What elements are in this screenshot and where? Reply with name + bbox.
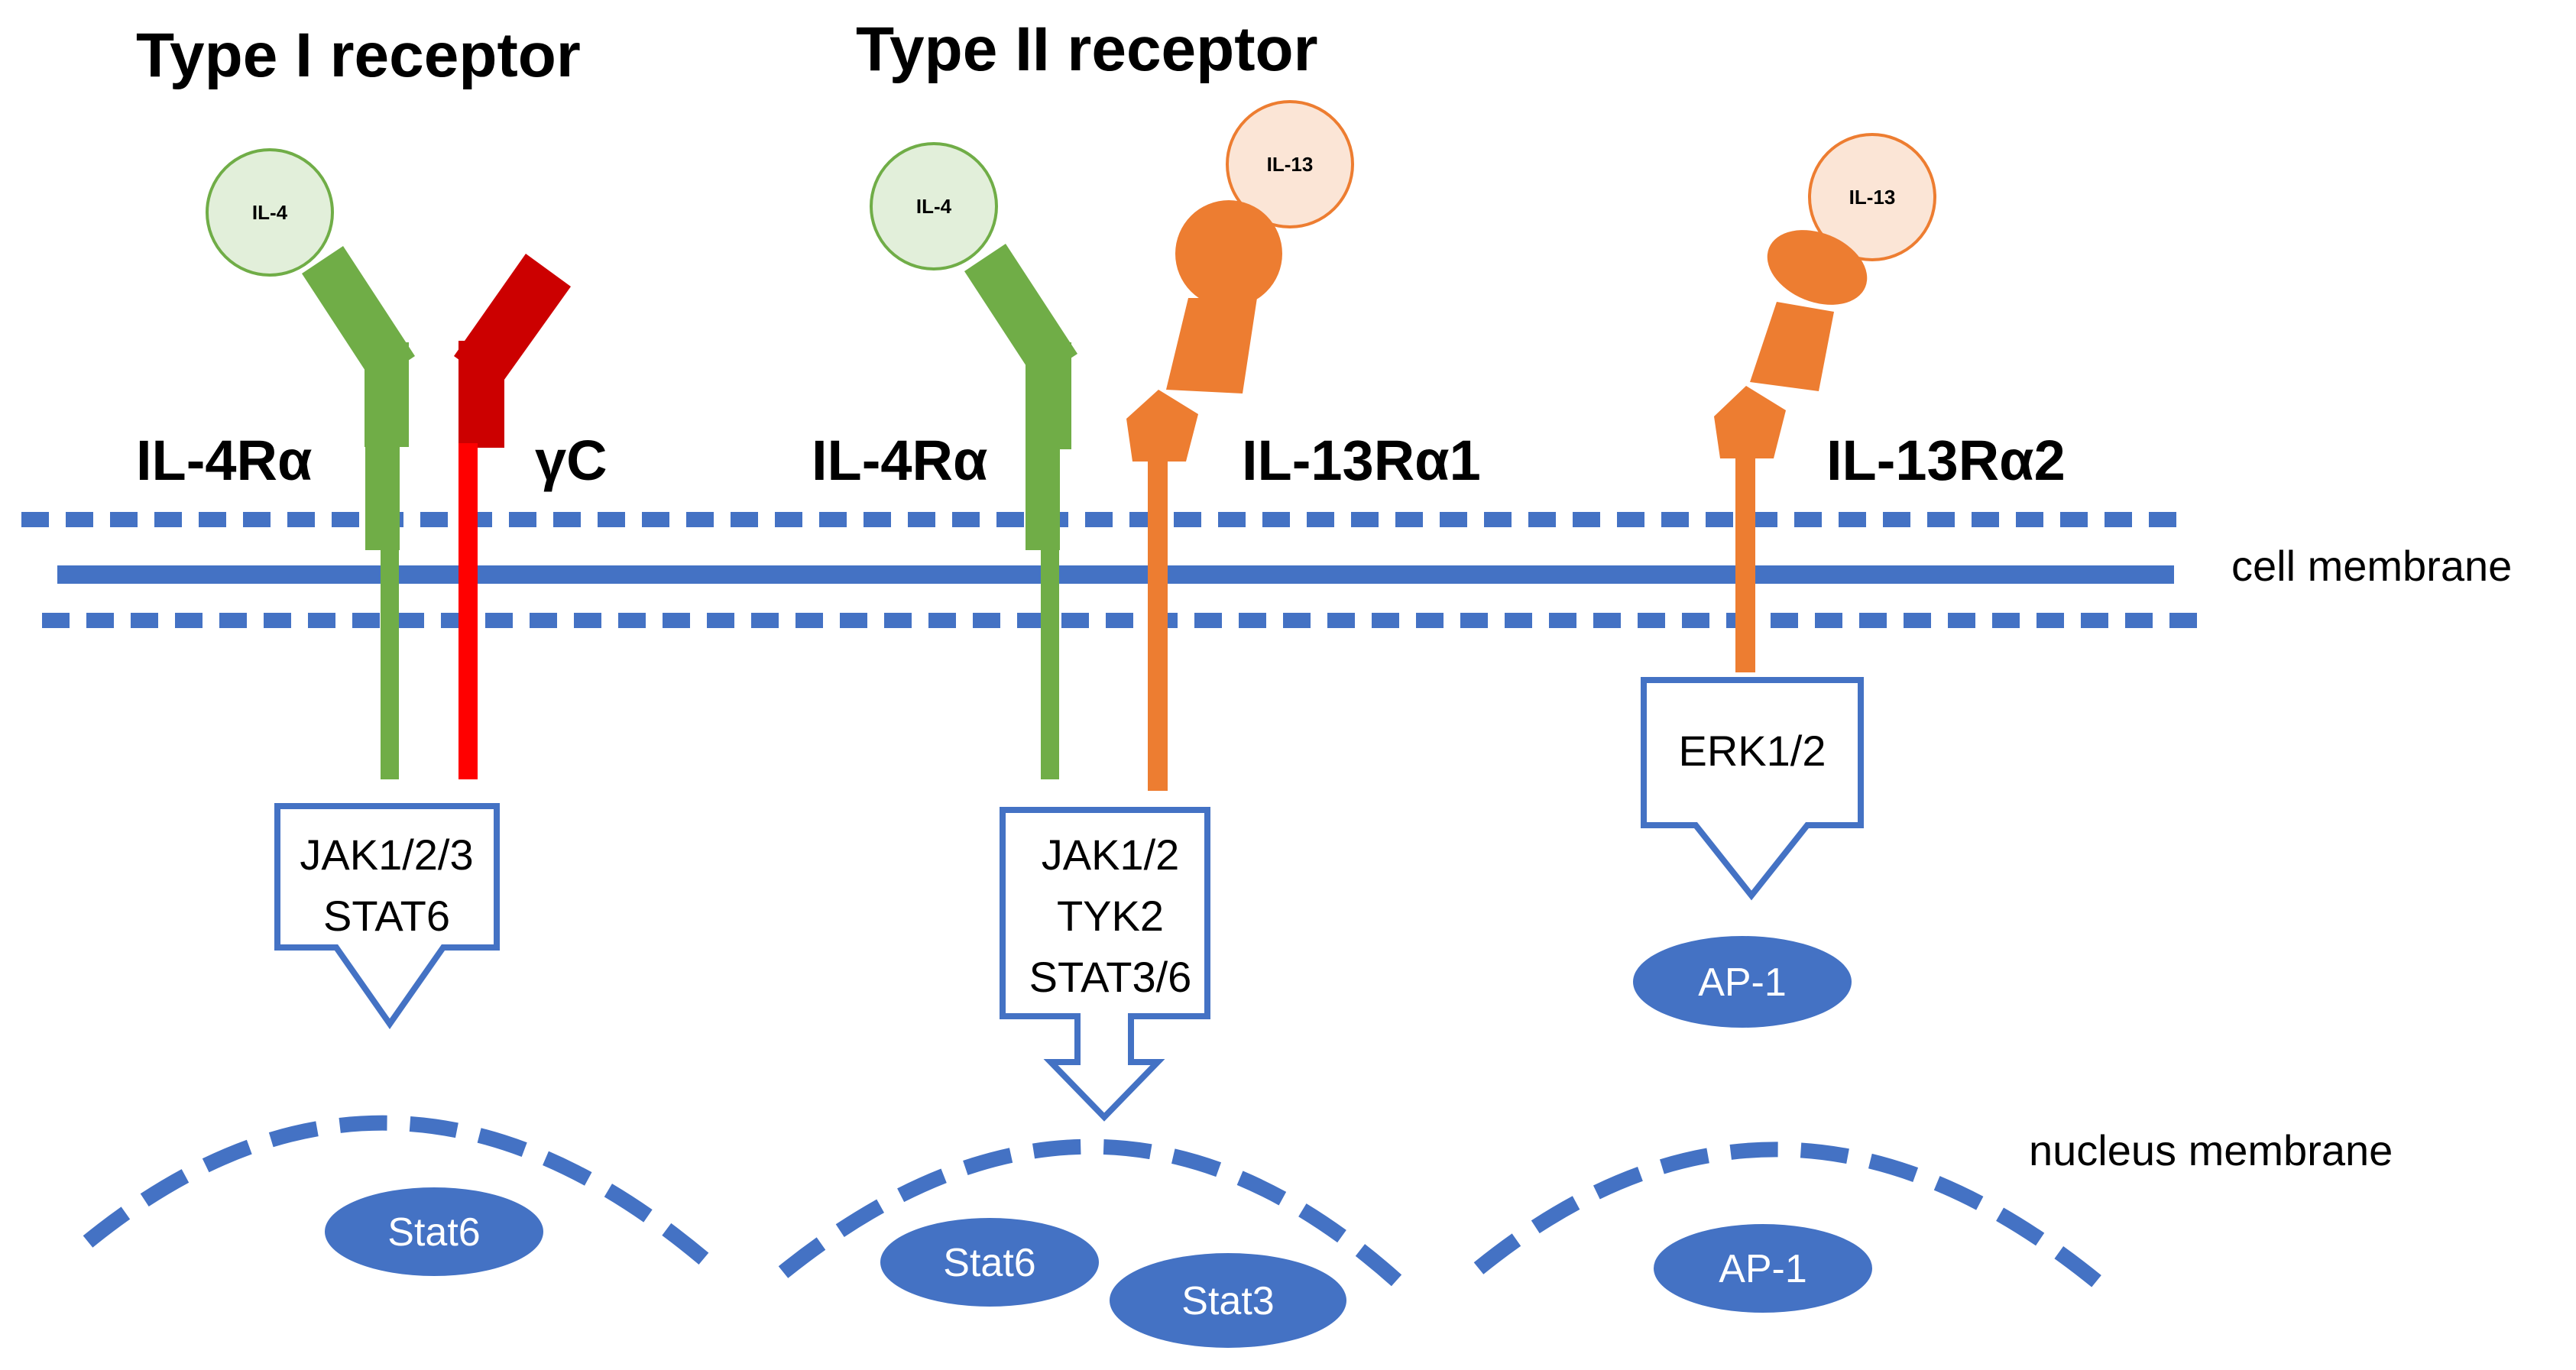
il13ra1-label: IL-13Rα1 [1242,429,1481,492]
il4ra-label-type1: IL-4Rα [136,429,313,492]
svg-text:AP-1: AP-1 [1719,1247,1807,1291]
cell-membrane-label: cell membrane [2231,542,2512,590]
gamma-c-chain [454,254,571,779]
svg-text:Stat3: Stat3 [1181,1279,1274,1323]
svg-text:AP-1: AP-1 [1698,960,1787,1005]
svg-text:IL-13: IL-13 [1849,186,1896,209]
signal-type1-line2: STAT6 [323,892,450,940]
il13-ligand-type2: IL-13 [1226,100,1354,228]
nucleus-membrane-2 [778,1138,1404,1288]
svg-text:Stat6: Stat6 [387,1210,480,1255]
stat6-nucleus-2: Stat6 [880,1218,1099,1307]
il13ra2-chain [1714,230,1868,672]
nucleus-membrane-3 [1473,1142,2103,1288]
ap1-nucleus: AP-1 [1654,1224,1872,1313]
signal-ra2-line1: ERK1/2 [1679,727,1826,775]
nucleus-membrane-label: nucleus membrane [2029,1126,2393,1174]
gamma-c-label: γC [535,429,608,492]
signal-type2-line3: STAT3/6 [1029,953,1192,1001]
svg-text:IL-4: IL-4 [252,201,288,224]
svg-text:IL-13: IL-13 [1267,153,1314,176]
il4-ligand-type2: IL-4 [870,142,998,270]
type1-title: Type I receptor [136,21,581,90]
type2-title: Type II receptor [856,15,1318,84]
jak-tyk2-stat3-6-arrow-box [1000,807,1210,1122]
svg-text:IL-4: IL-4 [916,195,952,218]
signal-type2-line2: TYK2 [1057,892,1164,940]
cell-membrane [21,512,2201,628]
signal-type2-line1: JAK1/2 [1042,831,1180,879]
stat6-nucleus-1: Stat6 [325,1187,543,1276]
il13-ligand-ra2: IL-13 [1808,133,1936,261]
signal-type1-line1: JAK1/2/3 [300,831,473,879]
il4ra-chain-type1 [302,246,415,779]
jak-stat6-arrow-box [274,803,500,1029]
svg-text:Stat6: Stat6 [943,1241,1035,1285]
il4ra-label-type2: IL-4Rα [812,429,988,492]
il13ra1-chain [1126,200,1282,791]
nucleus-membrane-1 [83,1115,716,1271]
il4-ligand-type1: IL-4 [206,148,334,277]
erk-arrow-box [1641,677,1864,901]
il4ra-chain-type2 [964,244,1077,779]
stat3-nucleus: Stat3 [1110,1253,1346,1348]
il13ra2-label: IL-13Rα2 [1826,429,2066,492]
ap1-cytoplasm: AP-1 [1633,936,1852,1028]
